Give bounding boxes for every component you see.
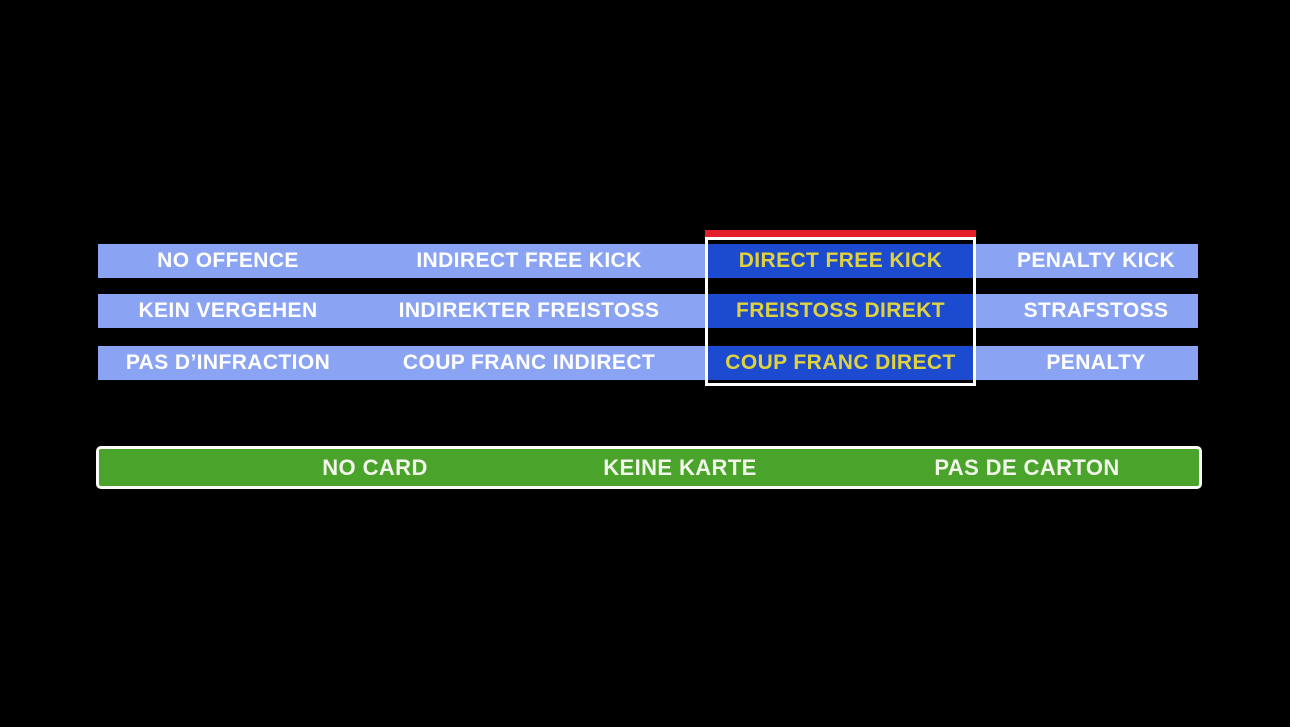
- offence-row-french: PAS D’INFRACTION COUP FRANC INDIRECT COU…: [98, 346, 1198, 380]
- option-direct-free-kick-selected[interactable]: DIRECT FREE KICK: [708, 244, 973, 278]
- option-kein-vergehen[interactable]: KEIN VERGEHEN: [138, 299, 318, 322]
- card-option-pas-de-carton[interactable]: PAS DE CARTON: [934, 454, 1120, 480]
- offence-row-english: NO OFFENCE INDIRECT FREE KICK DIRECT FRE…: [98, 244, 1198, 278]
- option-indirekter-freistoss[interactable]: INDIREKTER FREISTOSS: [398, 299, 660, 322]
- option-pas-d-infraction[interactable]: PAS D’INFRACTION: [125, 351, 331, 374]
- offence-row-german: KEIN VERGEHEN INDIREKTER FREISTOSS FREIS…: [98, 294, 1198, 328]
- option-coup-franc-direct-selected[interactable]: COUP FRANC DIRECT: [708, 346, 973, 380]
- option-penalty[interactable]: PENALTY: [1046, 351, 1146, 374]
- no-card-bar[interactable]: NO CARD KEINE KARTE PAS DE CARTON: [96, 446, 1202, 489]
- option-strafstoss[interactable]: STRAFSTOSS: [1023, 299, 1169, 322]
- option-coup-franc-indirect[interactable]: COUP FRANC INDIRECT: [402, 351, 656, 374]
- option-indirect-free-kick[interactable]: INDIRECT FREE KICK: [416, 249, 642, 272]
- option-freistoss-direkt-selected[interactable]: FREISTOSS DIREKT: [708, 294, 973, 328]
- selected-column-red-indicator: [705, 230, 976, 237]
- option-no-offence[interactable]: NO OFFENCE: [157, 249, 299, 272]
- card-option-keine-karte[interactable]: KEINE KARTE: [603, 454, 757, 480]
- option-penalty-kick[interactable]: PENALTY KICK: [1016, 249, 1176, 272]
- card-option-no-card[interactable]: NO CARD: [322, 454, 428, 480]
